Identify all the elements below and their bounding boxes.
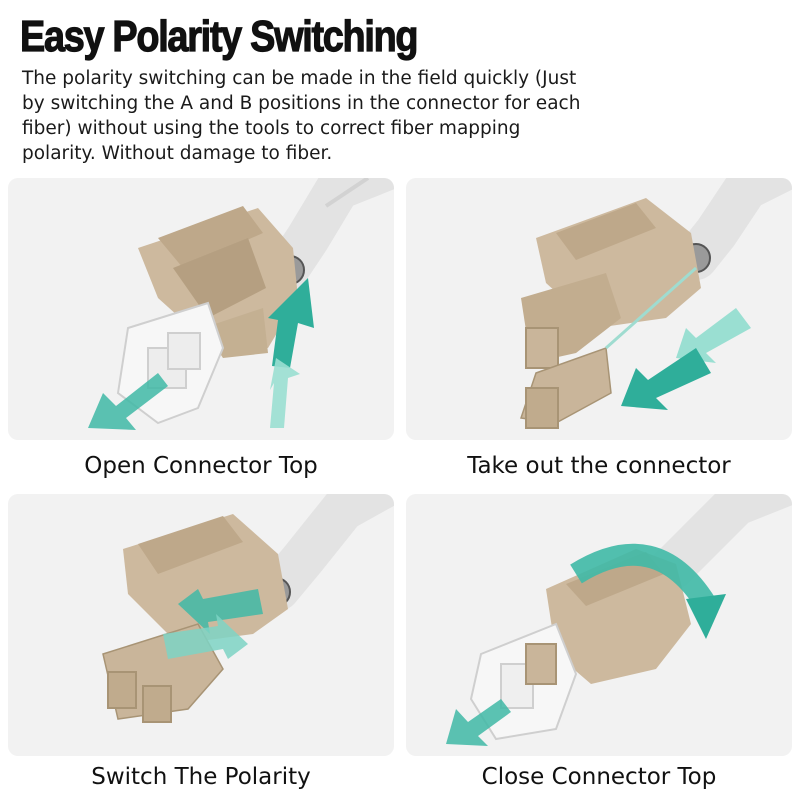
arrow-icon [88, 373, 168, 430]
step-2-caption: Take out the connector [467, 453, 731, 479]
description-text: The polarity switching can be made in th… [22, 68, 581, 164]
step-1-caption: Open Connector Top [84, 453, 318, 479]
step-2-image [406, 178, 792, 440]
page-title: Easy Polarity Switching [19, 11, 419, 61]
step-3-image [8, 494, 394, 756]
step-4-image [406, 494, 792, 756]
step-3-caption: Switch The Polarity [91, 764, 311, 790]
step-4-caption: Close Connector Top [481, 764, 717, 790]
connector-open-illustration [88, 178, 394, 430]
polarity-switch-illustration [102, 494, 394, 723]
connector-close-illustration [446, 494, 792, 746]
connector-removal-illustration [520, 178, 792, 429]
step-1-image [8, 178, 394, 440]
